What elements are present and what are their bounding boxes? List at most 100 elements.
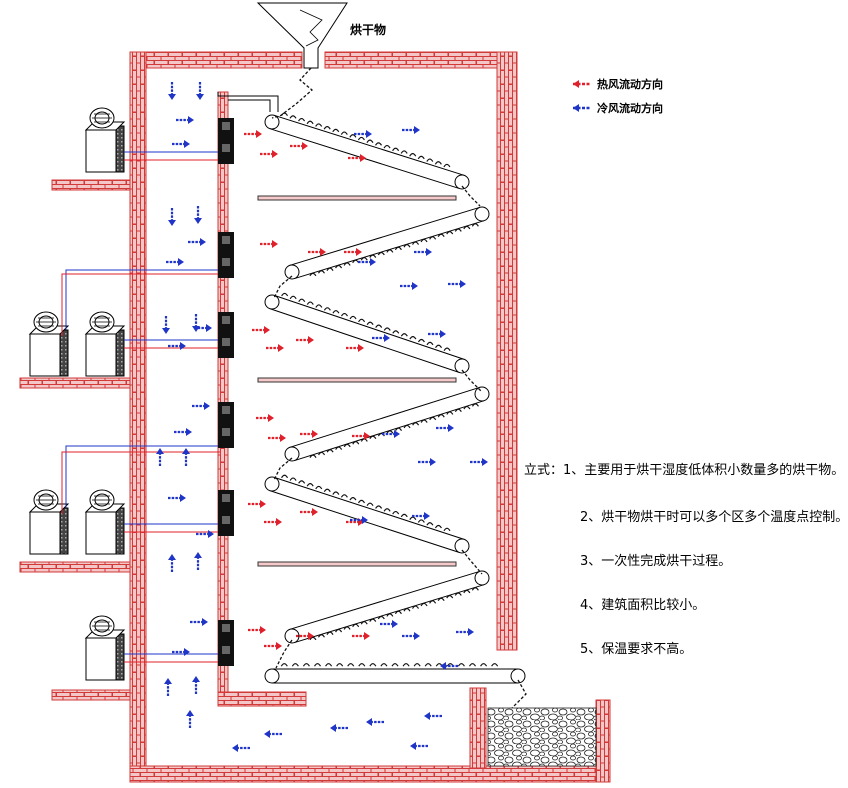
blue-arrow-icon [168,494,186,502]
blue-arrow-icon [350,516,368,524]
fan-icon [218,312,234,358]
conveyor-belt [284,206,490,280]
red-arrow-icon [346,344,364,352]
air-pipe [65,269,220,330]
legend-hot-label: 热风流动方向 [597,77,663,91]
legend-cold-arrow-icon [573,104,590,112]
blue-arrow-icon [358,258,376,266]
blue-arrow-icon [192,402,210,410]
heat-pump-icon [84,615,126,681]
shelves [257,195,457,567]
heat-pump-icon [28,489,70,555]
red-arrow-icon [260,150,278,158]
blue-arrow-icon [182,448,190,466]
blue-arrow-icon [196,530,214,538]
red-arrow-icon [256,414,274,422]
fan-icon [218,620,234,666]
conveyor-belts [264,67,527,709]
air-duct [217,92,279,112]
blue-arrow-icon [172,648,190,656]
blue-arrow-icon [354,130,372,138]
fan-column [218,118,234,666]
blue-arrow-icon [162,316,170,334]
red-arrow-icon [296,336,314,344]
conveyor-belt [264,112,470,190]
red-arrow-icon [266,344,284,352]
heat-pump-icon [84,107,126,173]
blue-arrow-icon [402,632,420,640]
air-pipe [61,273,220,336]
blue-arrow-icon [440,662,458,670]
blue-arrow-icon [194,206,202,224]
red-arrow-icon [300,430,318,438]
red-arrow-icon [264,518,282,526]
blue-arrow-icon [194,552,202,570]
blue-arrow-icon [168,554,176,572]
feed-hopper [256,2,348,69]
conveyor-belt [264,474,470,554]
blue-arrow-icon [264,730,282,738]
red-arrow-icon [344,248,362,256]
notes-prefix: 立式： [524,463,564,478]
red-arrow-icon [352,632,370,640]
blue-arrow-icon [188,238,206,246]
dryer-drawing: 烘干物 热风流动方向 冷风流动方向 [19,2,663,783]
red-arrow-icon [260,240,278,248]
red-arrow-icon [348,154,366,162]
blue-arrow-icon [168,82,176,100]
dried-material-pile [487,707,597,767]
air-pipe [61,451,220,514]
blue-arrow-icon [186,710,194,728]
blue-arrow-icon [172,140,190,148]
note-item-3: 3、一次性完成烘干过程。 [580,554,732,569]
hopper-label: 烘干物 [350,22,386,37]
building-walls [19,51,611,783]
red-arrow-icon [252,326,270,334]
red-arrow-icon [352,432,370,440]
blue-arrow-icon [168,342,186,350]
conveyor-belt [284,386,490,462]
red-arrow-icon [308,248,326,256]
blue-arrow-icon [192,314,200,332]
legend-cold-label: 冷风流动方向 [597,101,663,115]
blue-arrow-icon [372,334,390,342]
note-item-5: 5、保温要求不高。 [580,642,693,657]
blue-arrow-icon [428,330,446,338]
heat-pump-icon [84,311,126,377]
red-arrow-icon [244,130,262,138]
red-arrow-icon [248,500,266,508]
blue-arrow-icon [164,678,172,696]
fan-icon [218,118,234,164]
red-arrow-icon [290,142,308,150]
blue-arrow-icon [190,618,208,626]
conveyor-belt [264,663,526,684]
blue-arrow-icon [410,742,428,750]
blue-arrow-icon [196,82,204,100]
heat-pump-icon [84,489,126,555]
blue-arrow-icon [436,424,454,432]
blue-arrow-icon [156,448,164,466]
blue-arrow-icon [330,724,348,732]
air-pipes [61,151,220,663]
blue-arrow-icon [366,718,384,726]
notes-line-1: 立式：1、主要用于烘干湿度低体积小数量多的烘干物。 [524,459,844,478]
red-arrow-icon [248,626,266,634]
heat-pump-units [28,107,126,681]
fan-icon [218,402,234,448]
red-arrow-icon [300,508,318,516]
note-item-1: 1、主要用于烘干湿度低体积小数量多的烘干物。 [563,463,845,478]
red-arrow-icon [296,632,314,640]
blue-arrow-icon [174,428,192,436]
heat-pump-icon [28,311,70,377]
blue-arrow-icon [412,512,430,520]
blue-arrow-icon [424,712,442,720]
blue-arrow-icon [382,430,400,438]
blue-arrow-icon [192,676,200,694]
note-item-4: 4、建筑面积比较小。 [580,598,706,613]
blue-arrow-icon [418,458,436,466]
blue-arrow-icon [400,282,418,290]
dryer-diagram: 烘干物 热风流动方向 冷风流动方向 立式：1、主要用于烘干湿度低体积小数量多的烘… [19,2,848,783]
airflow-arrows [156,82,488,752]
fan-icon [218,232,234,278]
blue-arrow-icon [448,280,466,288]
